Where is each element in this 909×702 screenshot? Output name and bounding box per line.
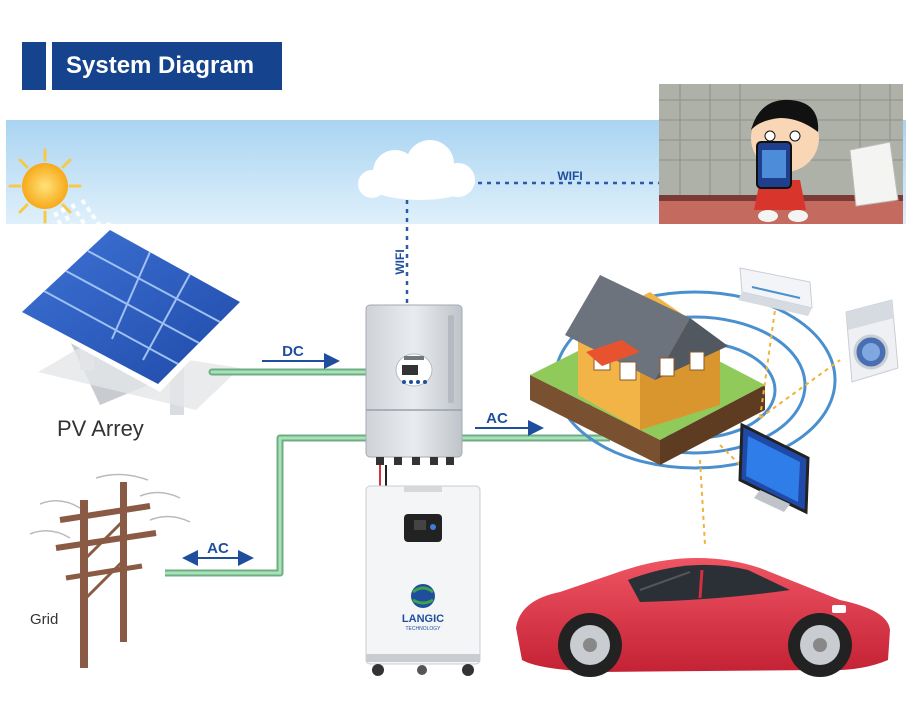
pv-array-label: PV Arrey (57, 416, 144, 441)
air-conditioner-icon (738, 267, 813, 316)
grid-ac-cable (165, 434, 366, 577)
wifi-label-horizontal: WIFI (557, 169, 582, 183)
grid-label: Grid (30, 611, 58, 628)
tv-icon (738, 422, 810, 515)
langic-logo (411, 584, 435, 608)
grid-insulators (29, 473, 191, 539)
title-bar: System Diagram (22, 42, 282, 90)
dc-label: DC (282, 343, 304, 360)
battery-brand-name: LANGIC (402, 613, 444, 625)
battery-unit: LANGIC TECHNOLOGY (365, 485, 481, 676)
house-icon (530, 275, 765, 465)
grid-ac-label: AC (207, 540, 229, 557)
battery-brand-tagline: TECHNOLOGY (405, 626, 441, 632)
car-icon (516, 558, 890, 677)
washing-machine-icon (845, 299, 899, 383)
house-ac-label: AC (486, 410, 508, 427)
phone-app-scene (659, 84, 903, 224)
house-power-links (699, 309, 841, 546)
grid-ac-cable-inner (165, 436, 366, 575)
sun-icon (8, 148, 82, 224)
wifi-label-vertical: WIFI (393, 249, 407, 274)
title-accent (22, 42, 46, 90)
cloud-icon (358, 140, 475, 200)
inverter-unit (365, 304, 463, 488)
page-title: System Diagram (52, 42, 282, 90)
grid-pole-icon (55, 482, 157, 668)
solar-panel (14, 222, 248, 415)
